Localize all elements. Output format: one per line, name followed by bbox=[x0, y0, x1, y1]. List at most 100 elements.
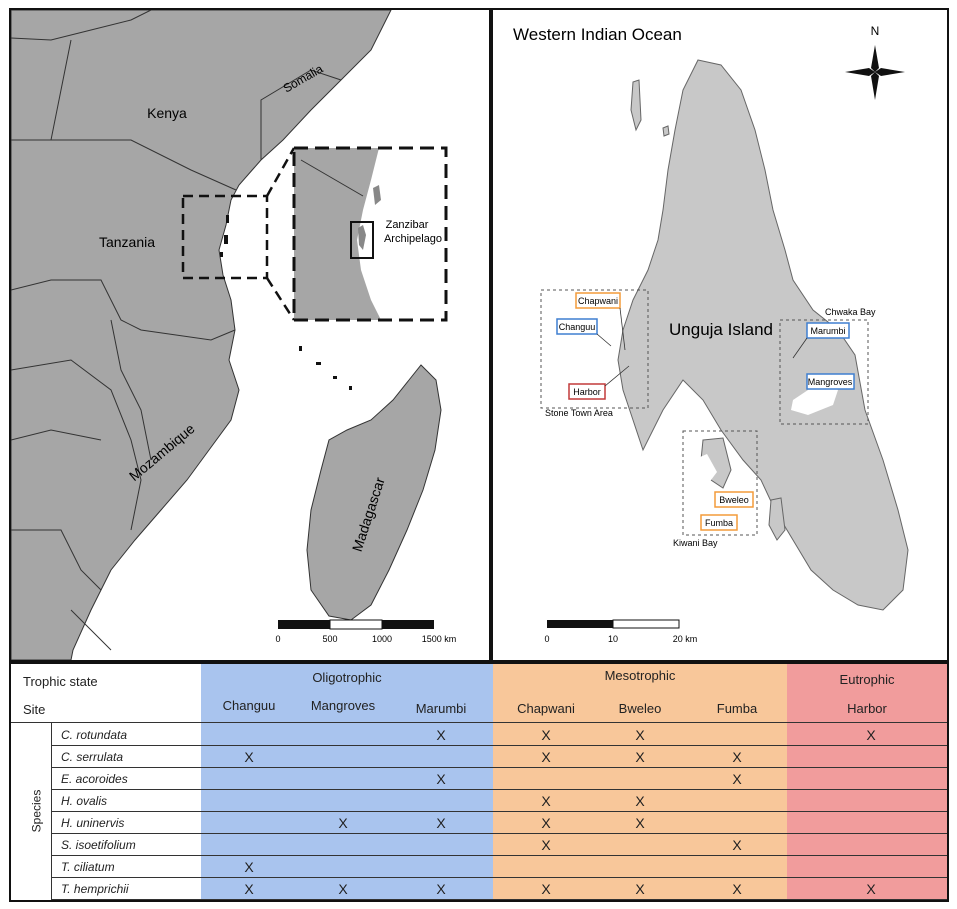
row-divider bbox=[51, 899, 947, 900]
rscale-tick-20: 20 km bbox=[673, 634, 698, 644]
presence-mark: X bbox=[541, 749, 551, 765]
north-arrow-icon: N bbox=[845, 24, 905, 100]
row-divider bbox=[51, 811, 947, 812]
presence-mark: X bbox=[635, 815, 645, 831]
presence-mark: X bbox=[541, 815, 551, 831]
site-harbor-box bbox=[568, 383, 606, 400]
group-eutrophic: Eutrophic bbox=[839, 672, 895, 687]
site-bweleo-label: Bweleo bbox=[719, 495, 749, 505]
presence-mark: X bbox=[244, 859, 254, 875]
site-harbor: Harbor bbox=[847, 701, 887, 716]
species-name: E. acoroides bbox=[61, 772, 128, 786]
site-changuu-label: Changuu bbox=[559, 322, 596, 332]
stone-town-label: Stone Town Area bbox=[545, 408, 613, 418]
group-mesotrophic: Mesotrophic bbox=[604, 668, 676, 683]
row-divider bbox=[51, 833, 947, 834]
site-changuu-box bbox=[556, 318, 598, 335]
country-borders bbox=[11, 10, 342, 651]
band-mesotrophic bbox=[493, 664, 787, 900]
header-divider bbox=[11, 722, 947, 723]
species-name: C. rotundata bbox=[61, 728, 128, 742]
row-divider bbox=[51, 877, 947, 878]
scale-tick-0: 0 bbox=[275, 634, 280, 644]
presence-mark: X bbox=[244, 749, 254, 765]
island-label: Unguja Island bbox=[669, 320, 773, 339]
presence-mark: X bbox=[541, 727, 551, 743]
site-changuu: Changuu bbox=[222, 698, 276, 713]
presence-mark: X bbox=[338, 815, 348, 831]
site-marumbi-label: Marumbi bbox=[810, 326, 845, 336]
stone-town-area-box bbox=[540, 289, 649, 409]
species-name: T. hemprichii bbox=[61, 882, 129, 896]
species-name: S. isoetifolium bbox=[61, 838, 136, 852]
presence-mark: X bbox=[541, 837, 551, 853]
presence-mark: X bbox=[541, 881, 551, 897]
species-axis-label: Species bbox=[29, 789, 44, 833]
species-name: H. ovalis bbox=[61, 794, 108, 808]
site-marumbi: Marumbi bbox=[415, 701, 467, 716]
species-table: Trophic state Site Oligotrophic Mesotrop… bbox=[9, 662, 949, 902]
stone-town-leaders bbox=[596, 307, 630, 387]
unguja-map: Western Indian Ocean N Unguja Island Sto… bbox=[491, 8, 949, 662]
presence-mark: X bbox=[732, 881, 742, 897]
unguja-map-svg: Western Indian Ocean N Unguja Island Sto… bbox=[493, 10, 947, 660]
presence-mark: X bbox=[732, 749, 742, 765]
presence-mark: X bbox=[635, 881, 645, 897]
site-mangroves-box bbox=[806, 373, 855, 390]
presence-mark: X bbox=[338, 881, 348, 897]
presence-mark: X bbox=[732, 771, 742, 787]
presence-mark: X bbox=[436, 815, 446, 831]
site-chapwani-box bbox=[575, 292, 621, 309]
right-scale-bar: 0 10 20 km bbox=[544, 619, 698, 644]
site-fumba-box bbox=[700, 514, 738, 531]
site-chapwani-label: Chapwani bbox=[578, 296, 618, 306]
species-name: H. uninervis bbox=[61, 816, 125, 830]
presence-mark: X bbox=[635, 749, 645, 765]
islets bbox=[630, 79, 786, 541]
regional-map-svg: Kenya Somalia Tanzania Mozambique Madaga… bbox=[11, 10, 489, 660]
left-scale-bar: 0 500 1000 1500 km bbox=[275, 619, 456, 644]
site-bweleo: Bweleo bbox=[618, 701, 662, 716]
presence-mark: X bbox=[244, 881, 254, 897]
chwaka-area-box bbox=[779, 319, 869, 425]
presence-mark: X bbox=[732, 837, 742, 853]
chwaka-label: Chwaka Bay bbox=[825, 307, 876, 317]
presence-mark: X bbox=[436, 727, 446, 743]
scale-tick-500: 500 bbox=[322, 634, 337, 644]
site-fumba: Fumba bbox=[716, 701, 758, 716]
presence-mark: X bbox=[635, 727, 645, 743]
presence-mark: X bbox=[541, 793, 551, 809]
presence-mark: X bbox=[866, 727, 876, 743]
kiwani-area-box bbox=[682, 430, 758, 536]
trophic-state-label: Trophic state bbox=[23, 674, 98, 689]
scale-tick-1000: 1000 bbox=[372, 634, 392, 644]
presence-mark: X bbox=[436, 771, 446, 787]
row-divider bbox=[51, 745, 947, 746]
site-fumba-label: Fumba bbox=[705, 518, 733, 528]
row-divider bbox=[51, 789, 947, 790]
row-divider bbox=[51, 767, 947, 768]
species-name: C. serrulata bbox=[61, 750, 124, 764]
regional-map: Kenya Somalia Tanzania Mozambique Madaga… bbox=[9, 8, 491, 662]
label-archipelago: Archipelago bbox=[384, 233, 442, 245]
map-title: Western Indian Ocean bbox=[513, 25, 682, 44]
site-bweleo-box bbox=[714, 491, 754, 508]
label-tanzania: Tanzania bbox=[99, 234, 155, 250]
species-name: T. ciliatum bbox=[61, 860, 115, 874]
row-divider bbox=[51, 855, 947, 856]
presence-mark: X bbox=[635, 793, 645, 809]
site-harbor-label: Harbor bbox=[573, 387, 601, 397]
rscale-tick-0: 0 bbox=[544, 634, 549, 644]
presence-mark: X bbox=[436, 881, 446, 897]
label-zanzibar: Zanzibar bbox=[386, 219, 429, 231]
small-islands bbox=[220, 215, 352, 390]
group-oligotrophic: Oligotrophic bbox=[312, 670, 382, 685]
site-chapwani: Chapwani bbox=[517, 701, 575, 716]
band-eutrophic bbox=[787, 664, 947, 900]
kiwani-label: Kiwani Bay bbox=[673, 538, 718, 548]
band-oligotrophic bbox=[201, 664, 493, 900]
site-mangroves: Mangroves bbox=[310, 698, 376, 713]
presence-mark: X bbox=[866, 881, 876, 897]
site-label: Site bbox=[23, 702, 46, 717]
site-mangroves-label: Mangroves bbox=[808, 377, 853, 387]
